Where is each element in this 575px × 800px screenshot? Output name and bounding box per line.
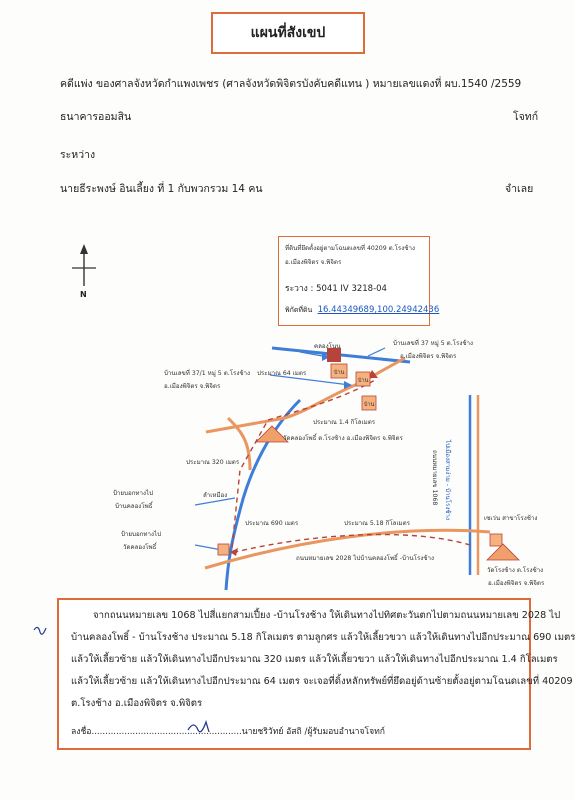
temple-rong-chang-icon <box>486 543 520 561</box>
defendant-role: จำเลย <box>505 183 534 195</box>
sign-temple-label-2: วัดคลองโพธิ์ <box>123 544 157 551</box>
house-37-1-district: อ.เมืองพิจิตร จ.พิจิตร <box>164 383 221 390</box>
between-label: ระหว่าง <box>60 149 96 161</box>
plaintiff-role: โจทก์ <box>513 111 539 123</box>
house-37-1-label: บ้านเลขที่ 37/1 หมู่ 5 ต.โรงช้าง <box>164 370 251 377</box>
house-marker-2 <box>355 371 371 387</box>
house-marker-text-3: บ้าน <box>364 401 375 408</box>
sign-marker <box>217 543 230 556</box>
road-2028-line <box>204 528 491 570</box>
info-address-line1: ที่ดินที่ยึดตั้งอยู่ตามโฉนดเลขที่ 40209 … <box>285 245 415 252</box>
signature-line: ลงชื่อ..................................… <box>71 727 386 737</box>
north-arrow-icon <box>72 244 96 286</box>
temple-khlong-pho-label: วัดคลองโพธิ์ ต.โรงช้าง อ.เมืองพิจิตร จ.พ… <box>283 435 403 442</box>
shop-label: เซเว่น สาขาโรงช้าง <box>484 515 538 522</box>
house-37-label: บ้านเลขที่ 37 หมู่ 5 ต.โรงช้าง <box>393 340 474 347</box>
approx-64-label: ประมาณ 64 เมตร <box>257 370 307 377</box>
map-title-box: แผนที่สังเขป <box>211 12 365 54</box>
coords-link[interactable]: 16.44349689,100.24942436 <box>317 305 440 315</box>
coords-label: พิกัดที่ดิน <box>285 306 313 314</box>
approx-1-4-label: ประมาณ 1.4 กิโลเมตร <box>313 419 376 426</box>
sign-khlong-pho-label-2: บ้านคลองโพธิ์ <box>115 503 153 510</box>
route-line-5: ต.โรงช้าง อ.เมืองพิจิตร จ.พิจิตร <box>71 698 203 709</box>
route-line-2: บ้านคลองโพธิ์ - บ้านโรงช้าง ประมาณ 5.18 … <box>71 632 575 643</box>
route-description-box: จากถนนหมายเลข 1068 ไปสี่แยกสามเปี้ยง -บ้… <box>57 598 575 750</box>
temple-rong-chang-label: วัดโรงช้าง ต.โรงช้าง <box>487 567 544 574</box>
approx-690-label: ประมาณ 690 เมตร <box>245 520 299 527</box>
sign-khlong-pho-label: ป้ายบอกทางไป <box>113 490 154 497</box>
route-line-1: จากถนนหมายเลข 1068 ไปสี่แยกสามเปี้ยง -บ้… <box>93 610 561 621</box>
route-line-3: แล้วให้เลี้ยวซ้าย แล้วให้เดินทางไปอีกประ… <box>71 654 558 665</box>
lam-mueang-label: ลำเหมือง <box>203 492 228 499</box>
canal-label: คลองโนน <box>314 343 341 350</box>
temple-rong-chang-district: อ.เมืองพิจิตร จ.พิจิตร <box>488 580 545 587</box>
land-info-box: ที่ดินที่ยึดตั้งอยู่ตามโฉนดเลขที่ 40209 … <box>278 236 439 326</box>
shop-marker <box>489 533 503 547</box>
compass-label: N <box>80 290 87 299</box>
plaintiff-name: ธนาคารออมสิน <box>60 111 132 123</box>
defendant-name: นายธีระพงษ์ อินเลี้ยง ที่ 1 กับพวกรวม 14… <box>60 183 263 195</box>
approx-5-18-label: ประมาณ 5.18 กิโลเมตร <box>344 520 410 527</box>
margin-initial-mark <box>33 626 47 635</box>
signature-mark <box>187 719 210 733</box>
info-address-line2: อ.เมืองพิจิตร จ.พิจิตร <box>285 259 342 266</box>
route-line-4: แล้วให้เลี้ยวซ้าย แล้วให้เดินทางไปอีกประ… <box>71 676 573 687</box>
case-line: คดีแพ่ง ของศาลจังหวัดกำแพงเพชร (ศาลจังหว… <box>60 78 522 90</box>
road-2028-label: ถนนหมายเลข 2028 ไปบ้านคลองโพธิ์ -บ้านโรง… <box>296 555 434 562</box>
house-37-district: อ.เมืองพิจิตร จ.พิจิตร <box>400 353 457 360</box>
map-drawing: N บ้าน บ้าน บ้าน <box>72 244 520 591</box>
sign-temple-label: ป้ายบอกทางไป <box>121 531 162 538</box>
property-marker <box>327 348 341 362</box>
info-coords-row: พิกัดที่ดิน 16.44349689,100.24942436 <box>285 305 439 316</box>
temple-khlong-pho-icon <box>255 425 289 443</box>
approx-320-label: ประมาณ 320 เมตร <box>186 459 240 466</box>
house-marker-1 <box>330 363 348 379</box>
house-marker-text-1: บ้าน <box>334 369 345 376</box>
info-map-ref: ระวาง : 5041 IV 3218-04 <box>285 284 387 294</box>
house-marker-text-2: บ้าน <box>358 377 369 384</box>
page-title: แผนที่สังเขป <box>250 25 326 41</box>
house-marker-3 <box>361 395 377 411</box>
